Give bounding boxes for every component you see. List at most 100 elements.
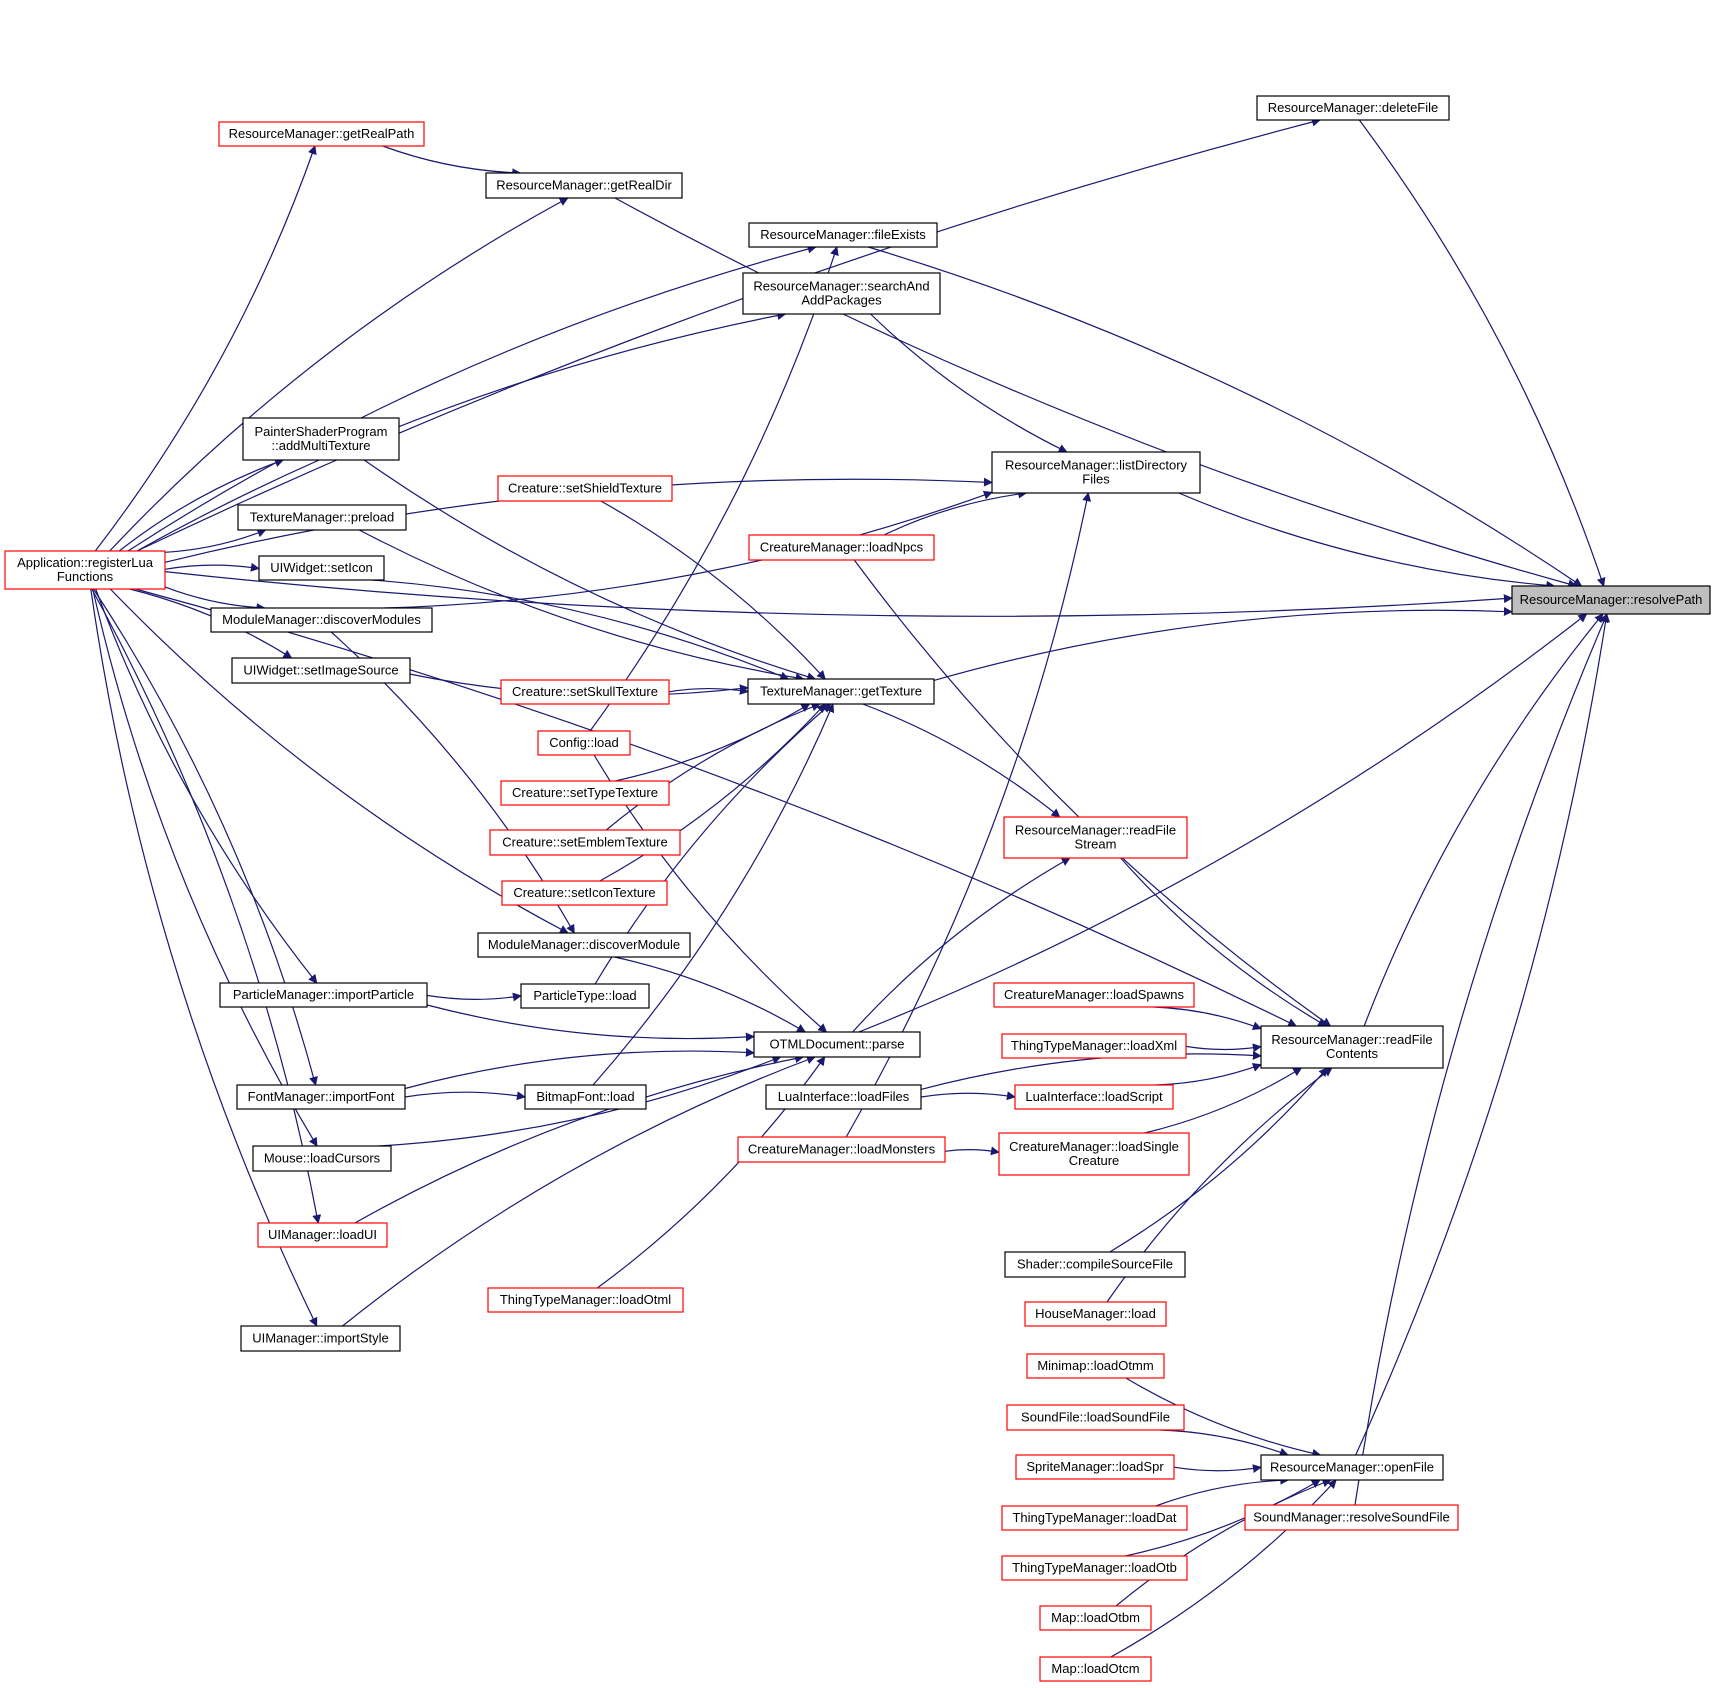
node-label: ResourceManager::openFile xyxy=(1270,1460,1434,1475)
node-resolve-path[interactable]: ResourceManager::resolvePath xyxy=(1511,585,1711,615)
node-load-files[interactable]: LuaInterface::loadFiles xyxy=(765,1084,922,1110)
node-box xyxy=(747,678,935,705)
node-load-monsters[interactable]: CreatureManager::loadMonsters xyxy=(737,1136,946,1163)
node-config-load[interactable]: Config::load xyxy=(537,730,631,756)
node-box xyxy=(210,607,433,633)
edge-load-otb-to-open-file xyxy=(1125,1479,1321,1557)
node-delete-file[interactable]: ResourceManager::deleteFile xyxy=(1256,95,1450,121)
edge-set-icon-to-get-texture xyxy=(371,579,790,681)
node-box xyxy=(1001,1555,1188,1581)
node-box xyxy=(500,780,670,806)
node-resolve-sound-file[interactable]: SoundManager::resolveSoundFile xyxy=(1244,1504,1459,1531)
edge-discover-modules-to-list-directory-files xyxy=(384,490,993,609)
node-set-emblem-texture[interactable]: Creature::setEmblemTexture xyxy=(489,829,681,856)
edge-register-lua-functions-to-import-font xyxy=(92,588,318,1086)
edge-register-lua-functions-to-load-cursors xyxy=(92,588,318,1147)
node-label: BitmapFont::load xyxy=(536,1089,634,1104)
node-load-npcs[interactable]: CreatureManager::loadNpcs xyxy=(748,534,935,561)
node-file-exists[interactable]: ResourceManager::fileExists xyxy=(748,222,938,248)
node-load-ui[interactable]: UIManager::loadUI xyxy=(257,1222,388,1248)
node-box xyxy=(1260,1454,1444,1481)
node-load-dat[interactable]: ThingTypeManager::loadDat xyxy=(1001,1505,1188,1531)
node-box xyxy=(748,222,938,248)
node-box xyxy=(485,172,683,199)
node-load-script[interactable]: LuaInterface::loadScript xyxy=(1014,1084,1174,1110)
node-load-spr[interactable]: SpriteManager::loadSpr xyxy=(1015,1454,1175,1480)
node-load-cursors[interactable]: Mouse::loadCursors xyxy=(252,1145,392,1172)
node-layer: ResourceManager::resolvePathResourceMana… xyxy=(4,95,1711,1682)
node-label: AddPackages xyxy=(801,293,882,308)
edge-load-xml-to-read-file-contents xyxy=(1185,1043,1262,1053)
node-label: ThingTypeManager::loadOtml xyxy=(500,1292,671,1307)
edge-load-otmm-to-open-file xyxy=(1125,1377,1322,1458)
edge-load-monsters-to-load-single-creature xyxy=(944,1146,1000,1156)
node-box xyxy=(1039,1605,1152,1631)
node-box xyxy=(489,829,681,856)
edge-list-directory-files-to-resolve-path xyxy=(1178,492,1556,590)
edge-load-spr-to-open-file xyxy=(1173,1464,1262,1474)
node-box xyxy=(1014,1084,1174,1110)
node-otml-parse[interactable]: OTMLDocument::parse xyxy=(753,1031,921,1058)
node-load-spawns[interactable]: CreatureManager::loadSpawns xyxy=(993,982,1195,1008)
edge-import-font-to-otml-parse xyxy=(404,1047,755,1090)
edge-resolve-sound-file-to-resolve-path xyxy=(1354,613,1608,1506)
node-get-texture[interactable]: TextureManager::getTexture xyxy=(747,678,935,705)
edge-register-lua-functions-to-search-and-add-packages xyxy=(136,311,787,552)
node-box xyxy=(4,550,166,590)
node-set-shield-texture[interactable]: Creature::setShieldTexture xyxy=(497,475,673,502)
node-box xyxy=(1004,1251,1186,1278)
node-open-file[interactable]: ResourceManager::openFile xyxy=(1260,1454,1444,1481)
node-import-font[interactable]: FontManager::importFont xyxy=(236,1084,406,1110)
node-discover-modules[interactable]: ModuleManager::discoverModules xyxy=(210,607,433,633)
node-load-otcm[interactable]: Map::loadOtcm xyxy=(1039,1656,1152,1682)
node-preload[interactable]: TextureManager::preload xyxy=(237,504,407,531)
node-set-image-source[interactable]: UIWidget::setImageSource xyxy=(231,657,411,684)
edge-import-font-to-bitmap-font-load xyxy=(404,1091,526,1101)
node-particle-type-load[interactable]: ParticleType::load xyxy=(520,983,650,1009)
node-box xyxy=(219,982,428,1008)
edge-otml-parse-to-read-file-stream xyxy=(852,857,1071,1033)
node-load-sound-file[interactable]: SoundFile::loadSoundFile xyxy=(1006,1404,1185,1431)
node-add-multi-texture[interactable]: PainterShaderProgram::addMultiTexture xyxy=(242,417,400,461)
node-set-icon[interactable]: UIWidget::setIcon xyxy=(258,555,385,581)
node-import-particle[interactable]: ParticleManager::importParticle xyxy=(219,982,428,1008)
node-label: Files xyxy=(1082,472,1110,487)
node-box xyxy=(252,1145,392,1172)
node-bitmap-font-load[interactable]: BitmapFont::load xyxy=(524,1084,647,1110)
node-label: Stream xyxy=(1075,837,1117,852)
node-load-otmm[interactable]: Minimap::loadOtmm xyxy=(1026,1353,1165,1379)
node-set-skull-texture[interactable]: Creature::setSkullTexture xyxy=(500,679,670,705)
edge-register-lua-functions-to-read-file-contents xyxy=(135,588,1298,1027)
node-import-style[interactable]: UIManager::importStyle xyxy=(240,1325,401,1352)
node-discover-module[interactable]: ModuleManager::discoverModule xyxy=(477,932,691,958)
node-get-real-path[interactable]: ResourceManager::getRealPath xyxy=(218,121,425,147)
node-load-otml[interactable]: ThingTypeManager::loadOtml xyxy=(487,1287,684,1313)
edge-load-files-to-read-file-contents xyxy=(920,1050,1262,1090)
edge-register-lua-functions-to-load-ui xyxy=(91,588,322,1224)
node-box xyxy=(753,1031,921,1058)
node-set-type-texture[interactable]: Creature::setTypeTexture xyxy=(500,780,670,806)
node-compile-source-file[interactable]: Shader::compileSourceFile xyxy=(1004,1251,1186,1278)
node-label: Mouse::loadCursors xyxy=(264,1151,381,1166)
node-house-load[interactable]: HouseManager::load xyxy=(1024,1301,1167,1327)
node-get-real-dir[interactable]: ResourceManager::getRealDir xyxy=(485,172,683,199)
node-load-xml[interactable]: ThingTypeManager::loadXml xyxy=(1001,1033,1187,1059)
node-label: ResourceManager::searchAnd xyxy=(753,279,929,294)
node-load-otbm[interactable]: Map::loadOtbm xyxy=(1039,1605,1152,1631)
node-load-otb[interactable]: ThingTypeManager::loadOtb xyxy=(1001,1555,1188,1581)
node-box xyxy=(1024,1301,1167,1327)
edge-import-particle-to-otml-parse xyxy=(426,1004,755,1042)
edge-register-lua-functions-to-import-particle xyxy=(95,588,318,984)
edge-register-lua-functions-to-preload xyxy=(164,528,267,553)
node-label: Contents xyxy=(1326,1046,1379,1061)
node-set-icon-texture[interactable]: Creature::setIconTexture xyxy=(501,880,668,906)
node-label: CreatureManager::loadSingle xyxy=(1009,1139,1179,1154)
edge-set-icon-texture-to-get-texture xyxy=(599,703,826,882)
node-label: ResourceManager::getRealDir xyxy=(496,178,672,193)
